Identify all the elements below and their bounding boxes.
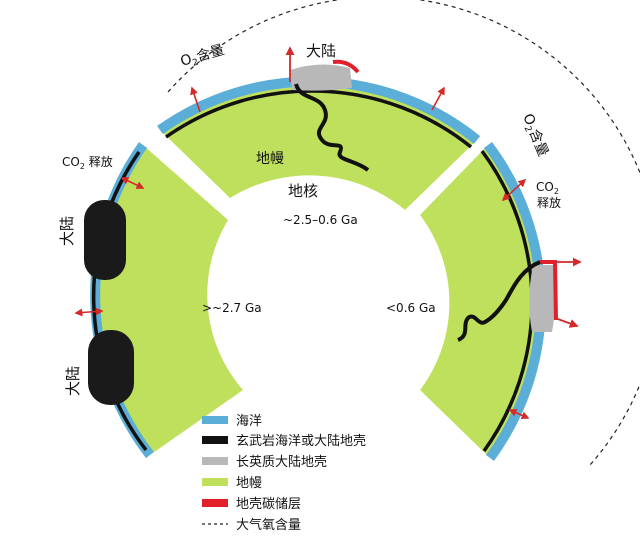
co2-arrow-late xyxy=(501,178,527,202)
age-label-middle: ~2.5–0.6 Ga xyxy=(283,213,358,227)
legend-item-felsic: 长英质大陆地壳 xyxy=(202,454,327,470)
subduction-slab-late xyxy=(457,260,541,342)
o2-label-left: O2含量 xyxy=(179,42,227,72)
legend-item-carbon: 地壳碳储层 xyxy=(202,497,301,512)
legend-swatch-crust xyxy=(202,436,228,444)
o2-arrow-early-lower xyxy=(74,307,104,317)
legend-swatch-ocean xyxy=(202,416,228,424)
sector-middle xyxy=(157,46,481,210)
atmosphere-oxygen-curve xyxy=(167,0,640,466)
legend-swatch-felsic xyxy=(202,457,228,465)
continent-label-top: 大陆 xyxy=(306,42,336,60)
mantle-sector-middle xyxy=(160,81,477,210)
o2-arrow-late-lower xyxy=(554,317,579,328)
mantle-label: 地幔 xyxy=(256,151,284,167)
legend-swatch-mantle xyxy=(202,478,228,486)
o2-arrow-middle-left xyxy=(190,86,201,113)
o2-arrow-middle-right xyxy=(431,86,445,111)
legend-label-carbon: 地壳碳储层 xyxy=(236,497,301,512)
felsic-continent-right xyxy=(529,265,556,332)
continent-block-upper xyxy=(84,200,126,280)
co2-release-label-left: CO2 释放 xyxy=(62,154,113,171)
subduction-slab-middle xyxy=(294,83,370,172)
continent-block-lower xyxy=(88,330,134,405)
felsic-continent-top xyxy=(290,64,352,91)
continent-label-left-lower: 大陆 xyxy=(64,366,82,396)
o2-arrow-late-bottom xyxy=(508,408,530,420)
legend-label-mantle: 地幔 xyxy=(236,476,262,491)
crust-layer-middle xyxy=(164,89,473,149)
co2-release-label-right: 释放 xyxy=(537,195,561,210)
crust-layer-early xyxy=(91,150,148,452)
co2-arrow-early xyxy=(120,177,145,189)
o2-label-right: O2含量 xyxy=(517,112,550,160)
legend-item-crust: 玄武岩海洋或大陆地壳 xyxy=(202,433,366,449)
legend: 海洋 玄武岩海洋或大陆地壳 长英质大陆地壳 地幔 地壳碳储层 大气氧含量 xyxy=(202,414,366,533)
legend-label-atmosphere: 大气氧含量 xyxy=(236,517,301,533)
legend-label-ocean: 海洋 xyxy=(236,414,262,429)
legend-label-felsic: 长英质大陆地壳 xyxy=(236,454,327,470)
legend-label-crust: 玄武岩海洋或大陆地壳 xyxy=(236,433,366,449)
sector-late xyxy=(420,141,582,461)
legend-item-mantle: 地幔 xyxy=(202,476,262,491)
co2-label-right: CO2 xyxy=(536,180,559,196)
legend-swatch-carbon xyxy=(202,499,228,507)
core-label: 地核 xyxy=(288,182,318,200)
sector-early xyxy=(74,142,244,459)
mantle-sector-late xyxy=(420,145,541,458)
age-label-right: <0.6 Ga xyxy=(386,301,436,315)
carbon-reservoir-top xyxy=(332,59,360,74)
legend-item-atmosphere: 大气氧含量 xyxy=(202,517,301,533)
continent-label-left-upper: 大陆 xyxy=(58,216,76,246)
age-label-left: >~2.7 Ga xyxy=(202,301,262,315)
legend-item-ocean: 海洋 xyxy=(202,414,262,429)
